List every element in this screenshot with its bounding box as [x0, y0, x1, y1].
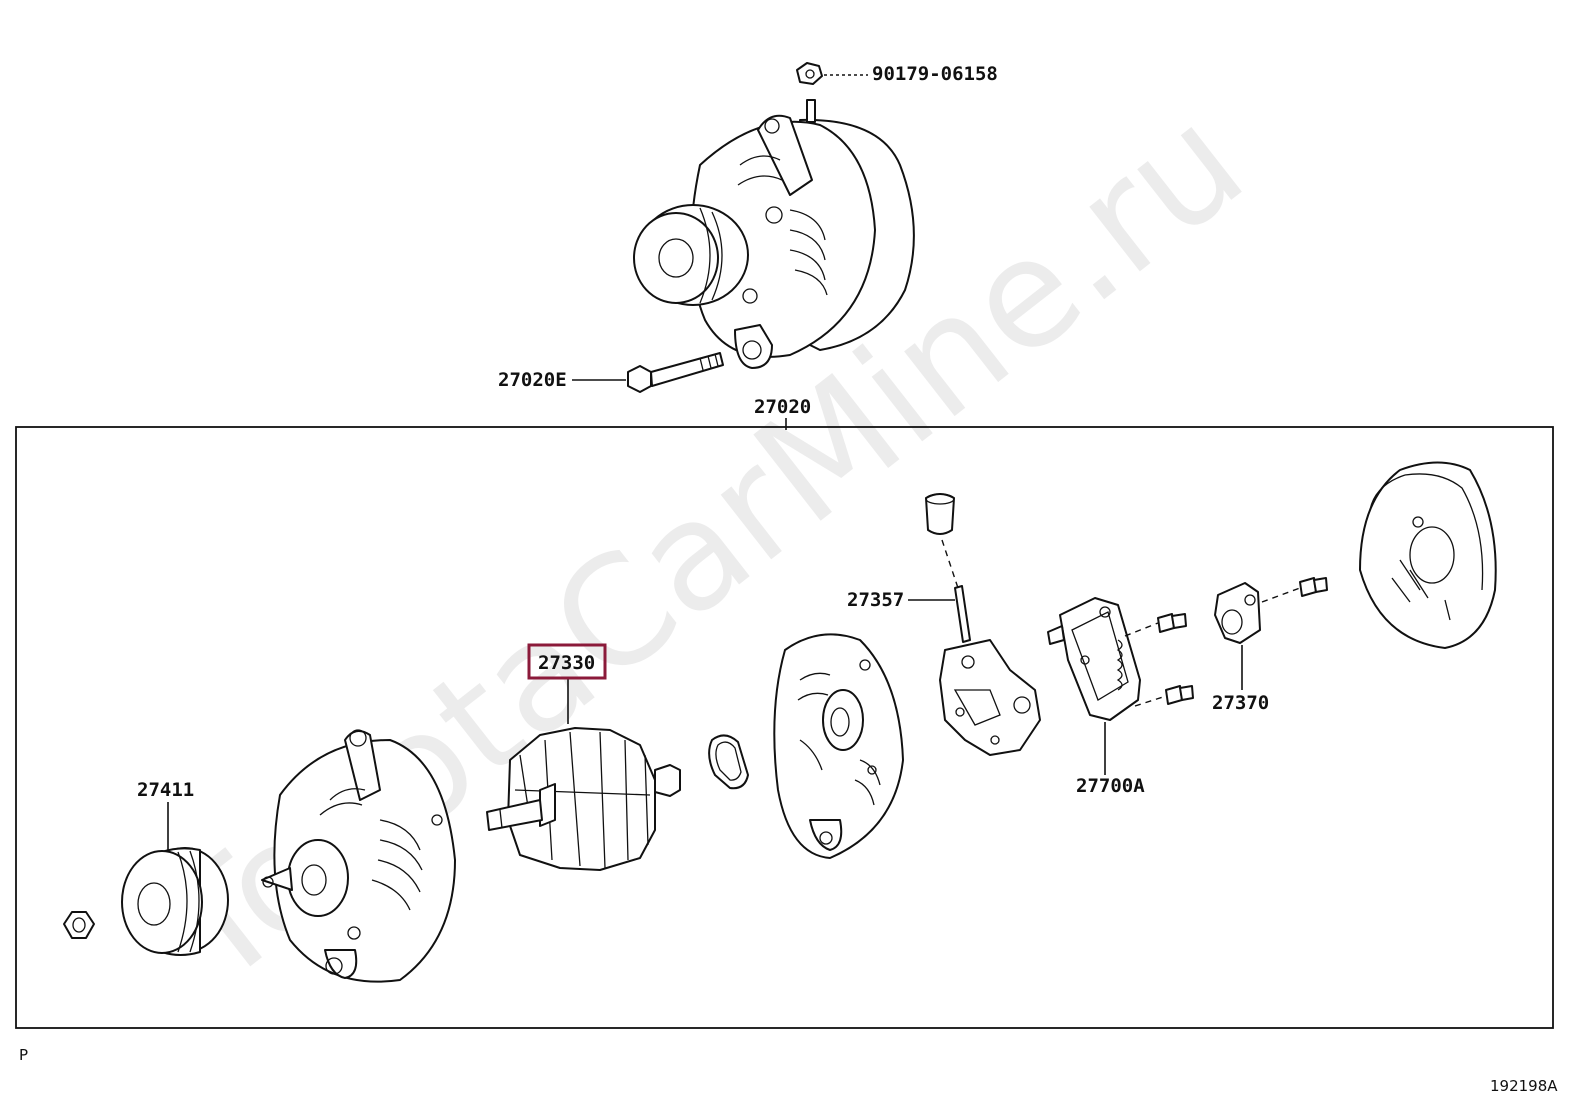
label-27020E: 27020E	[498, 369, 567, 391]
label-27020: 27020	[754, 396, 811, 418]
label-27357: 27357	[847, 589, 904, 611]
corner-code-left: P	[19, 1046, 28, 1064]
diagram-number: 192198A	[1490, 1077, 1558, 1095]
regulator-27700A	[1047, 597, 1141, 721]
gasket-ring	[708, 734, 749, 790]
regulator-screws	[1124, 613, 1194, 707]
alternator-assembly-illustration	[633, 99, 915, 369]
assembly-frame	[15, 426, 1554, 1029]
nut-90179-06158	[796, 62, 823, 85]
rotor-27330	[486, 727, 681, 871]
highlight-box-27330	[527, 643, 607, 680]
label-27700A: 27700A	[1076, 775, 1145, 797]
rectifier-end-frame	[773, 633, 904, 859]
label-27411: 27411	[137, 779, 194, 801]
drive-end-frame	[261, 729, 456, 983]
brush-holder-27357	[925, 493, 1041, 756]
bolt-27020E	[627, 352, 724, 393]
label-90179-06158: 90179-06158	[872, 63, 998, 85]
label-27370: 27370	[1212, 692, 1269, 714]
rear-end-cover	[1359, 461, 1497, 649]
pulley-nut	[63, 911, 95, 939]
pulley-27411	[121, 847, 229, 956]
terminal-insulator-27370	[1214, 577, 1328, 644]
label-27330: 27330	[538, 652, 595, 674]
